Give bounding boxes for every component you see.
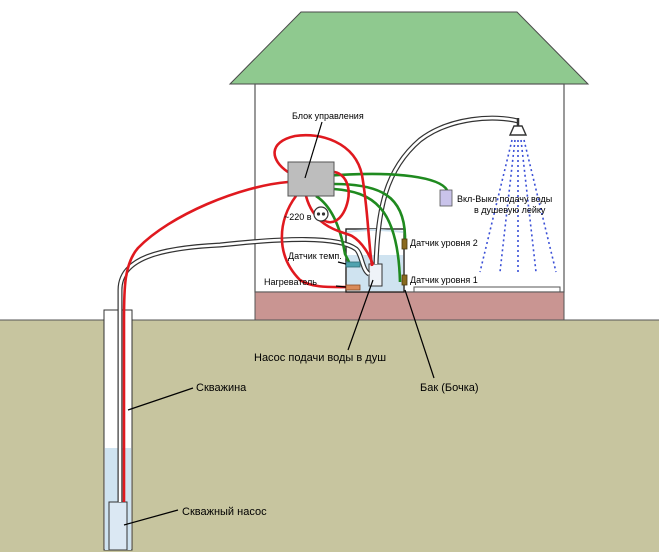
label-level-sensor-2: Датчик уровня 2 <box>410 238 478 248</box>
label-shower-switch-line2: в душевую лейку <box>474 205 546 215</box>
heater-element <box>345 284 361 291</box>
control-unit-box <box>287 161 335 197</box>
label-level-sensor-1: Датчик уровня 1 <box>410 275 478 285</box>
label-temp-sensor: Датчик темп. <box>288 251 342 261</box>
label-control-unit: Блок управления <box>292 111 364 121</box>
floor-platform <box>413 286 561 292</box>
leader-lines <box>123 121 435 526</box>
tank-water-surface <box>346 229 404 233</box>
green-wires <box>315 172 449 283</box>
label-tank: Бак (Бочка) <box>420 382 479 394</box>
temp-sensor <box>345 261 361 268</box>
shower-spray <box>479 139 557 273</box>
shower-pump <box>368 263 383 287</box>
mains-socket-icon <box>313 206 329 222</box>
house-foundation <box>254 291 565 321</box>
pipe-from-well-inner <box>118 238 370 502</box>
shower-switch <box>439 189 453 207</box>
label-well: Скважина <box>196 382 247 394</box>
label-well-pump: Скважный насос <box>182 506 267 518</box>
house-roof <box>228 11 590 85</box>
pipe-to-shower-inner <box>374 116 519 265</box>
label-shower-pump: Насос подачи воды в душ <box>254 352 386 364</box>
level-sensor-2 <box>401 238 408 250</box>
level-sensor-1 <box>401 274 408 286</box>
well-pump <box>108 501 128 551</box>
shower-head <box>508 125 528 136</box>
label-heater: Нагреватель <box>264 277 317 287</box>
label-mains: ~220 в <box>284 212 312 222</box>
label-shower-switch-line1: Вкл-Выкл подачу воды <box>457 194 552 204</box>
